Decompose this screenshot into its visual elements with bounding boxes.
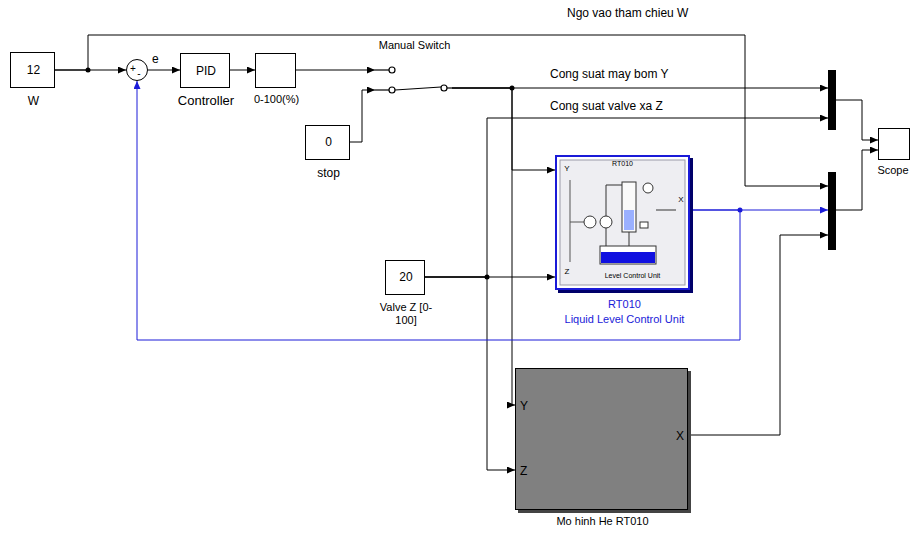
block-text: 20 xyxy=(386,270,426,284)
constant-block: 20Valve Z [0-100] xyxy=(385,260,425,295)
saturation-block: 0-100(%) xyxy=(255,53,296,88)
signal-name: Ngo vao tham chieu W xyxy=(565,6,690,20)
block-text: 0 xyxy=(306,135,351,149)
constant-block: 12W xyxy=(10,52,55,88)
subsystem-block: YZXMo hinh He RT010 xyxy=(515,368,688,510)
icon-title: RT010 xyxy=(555,160,690,168)
signal-line xyxy=(452,88,555,170)
icon-caption: Level Control Unit xyxy=(595,272,670,280)
port-name: Y xyxy=(562,165,572,174)
signal-line xyxy=(688,235,828,435)
block-label: X xyxy=(666,429,684,443)
block-label: Controller xyxy=(161,93,251,109)
block-label: W xyxy=(1,94,66,108)
pid-controller: PIDController xyxy=(180,53,230,88)
block-label: 0-100(%) xyxy=(244,93,309,106)
port-name: X xyxy=(676,196,686,205)
manual-switch: Manual Switch xyxy=(375,60,452,100)
block-label: Liquid Level Control Unit xyxy=(532,313,717,326)
sum-block: +- xyxy=(126,59,148,81)
signal-line xyxy=(137,81,740,340)
signal-name: Cong suat valve xa Z xyxy=(548,99,665,113)
signal-line xyxy=(836,150,878,210)
signal-line xyxy=(836,100,878,140)
signal-line xyxy=(350,90,375,142)
signal-name: Cong suat may bom Y xyxy=(548,67,671,81)
branch-dots xyxy=(86,68,743,280)
block-label: Manual Switch xyxy=(367,39,462,52)
block-text: Y xyxy=(520,399,536,413)
block-label: - xyxy=(135,69,143,79)
signal-line xyxy=(452,88,515,405)
block-label: RT010 xyxy=(557,298,692,311)
mux-bar xyxy=(828,172,836,250)
scope-block: Scope xyxy=(878,128,910,160)
block-label: Mo hinh He RT010 xyxy=(506,515,699,528)
block-label: Z xyxy=(520,464,536,478)
rt010-unit: RT010Liquid Level Control Unit xyxy=(555,155,690,290)
port-name: Z xyxy=(562,268,572,277)
connector-layer xyxy=(55,35,878,470)
block-label: Valve Z [0-100] xyxy=(374,301,438,327)
block-label: stop xyxy=(301,166,356,180)
signal-name: e xyxy=(150,52,161,66)
signal-line xyxy=(425,277,515,470)
signal-line xyxy=(230,70,255,71)
block-label: Scope xyxy=(873,164,913,177)
signal-line xyxy=(55,35,828,186)
switch-symbol xyxy=(375,67,452,93)
signal-line xyxy=(148,70,180,71)
rt010-icon xyxy=(560,160,685,285)
signal-line xyxy=(425,118,828,277)
signal-line xyxy=(296,70,375,71)
block-label: + xyxy=(129,64,137,74)
constant-block: 0stop xyxy=(305,125,350,160)
block-text: 12 xyxy=(11,63,56,77)
mux-bar xyxy=(828,70,836,130)
block-text: PID xyxy=(181,64,231,78)
